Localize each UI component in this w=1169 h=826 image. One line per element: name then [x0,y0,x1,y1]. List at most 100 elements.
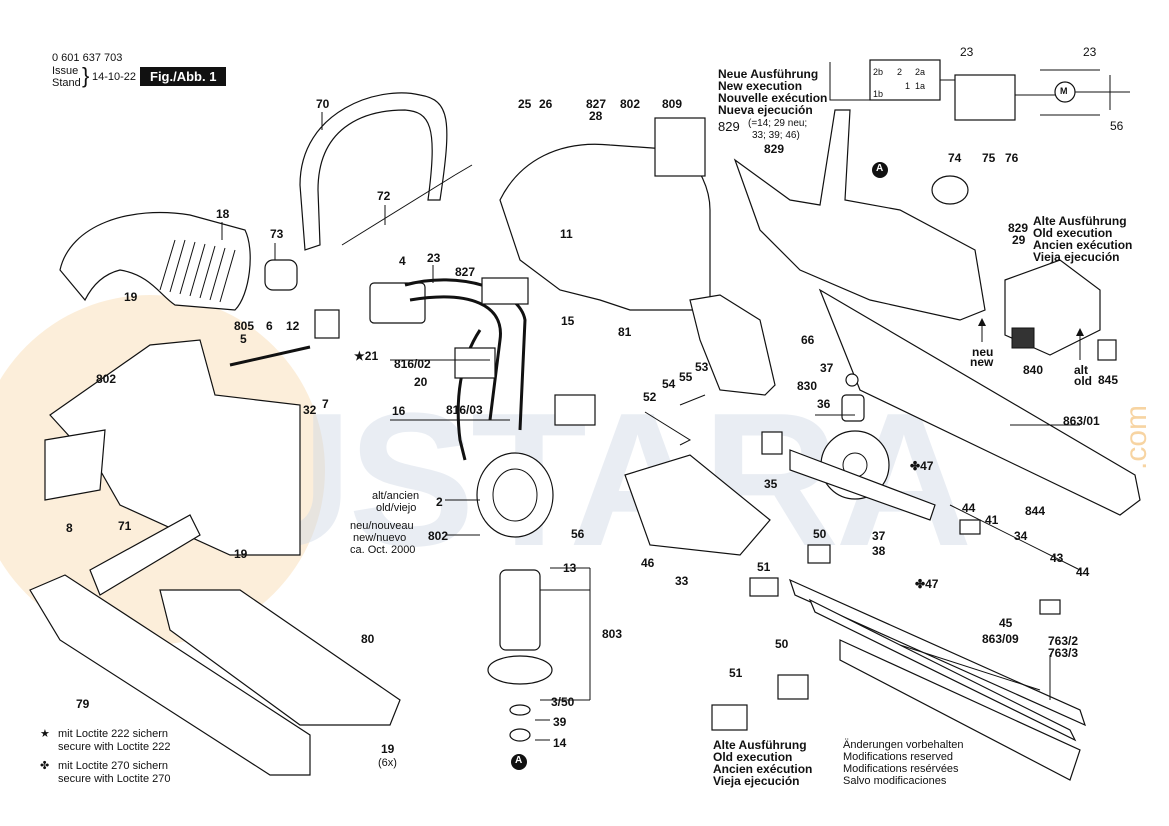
neu-label: neu [972,345,994,359]
part-number: 0 601 637 703 [52,52,123,64]
new-exec-ref: 829 [718,119,740,134]
callout-7: 7 [322,397,329,411]
callout-72: 72 [377,189,391,203]
housing-part-18 [59,211,251,311]
callout-47b: ✤47 [915,577,939,591]
callout-66: 66 [801,333,815,347]
callout-809: 809 [662,97,683,111]
callout-28: 28 [589,109,603,123]
old-exec-en: Old execution [1033,226,1113,240]
callout-802b: 802 [620,97,641,111]
callout-80: 80 [361,632,375,646]
alt-label: alt [1074,363,1089,377]
old-exec-es: Vieja ejecución [1033,250,1120,264]
figure-badge: Fig./Abb. 1 [140,67,227,86]
modifications-en: Modifications reserved [843,751,954,763]
callout-6x: (6x) [378,757,397,769]
screw-rod [341,174,456,246]
callout-81: 81 [618,325,632,339]
housing-ribs [159,239,236,303]
switch-part [369,282,426,324]
legend-star-en: secure with Loctite 222 [58,741,171,753]
front-cover-part [689,294,776,396]
bearing-36 [841,394,865,422]
callout-70: 70 [316,97,330,111]
circuit-ref-23a: 23 [960,45,974,59]
callout-23: 23 [427,251,441,265]
callout-829: 829 [764,142,785,156]
callout-763-2: 763/2 [1048,634,1079,648]
callout-763-3: 763/3 [1048,646,1079,660]
drive-plate [789,449,936,521]
clamp-50b [777,674,809,700]
callout-44a: 44 [962,501,976,515]
issue-date: 14-10-22 [92,71,137,83]
callout-47a: ✤47 [910,459,934,473]
circuit-wires [829,62,1130,116]
club-icon: ✤ [40,760,50,772]
old-exec-bottom-fr: Ancien exécution [713,762,813,776]
callout-56: 56 [571,527,585,541]
armature-part [499,569,541,651]
old-exec-de: Alte Ausführung [1033,214,1127,228]
pad-840 [1011,327,1035,349]
new-label: new [970,355,994,369]
new-exec-fr: Nouvelle exécution [718,91,828,105]
wire-bundle-3 [456,329,482,461]
new-exec-note-1: (=14; 29 neu; [748,118,808,129]
callout-51a: 51 [757,560,771,574]
callout-19b: 19 [234,547,248,561]
callout-844: 844 [1025,504,1046,518]
callout-19c: 19 [381,742,395,756]
marker-a-top-label: A [876,163,884,174]
callout-71: 71 [118,519,132,533]
callout-52: 52 [643,390,657,404]
term-2b: 2b [873,67,884,77]
callout-73: 73 [270,227,284,241]
gasket-part-33 [624,454,771,556]
callout-33: 33 [675,574,689,588]
old-ref-829: 829 [1008,221,1029,235]
guide-bar-863-09 [839,639,1081,781]
circuit-capacitor [954,74,1016,121]
term-2: 2 [897,67,903,77]
callout-34: 34 [1014,529,1028,543]
clip-44b [1039,599,1061,615]
old-exec-fr: Ancien exécution [1033,238,1133,252]
stand-label: Stand [52,77,81,89]
callout-12: 12 [286,319,300,333]
callout-19a: 19 [124,290,138,304]
callout-802a: 802 [96,372,117,386]
callout-16: 16 [392,404,406,418]
wire-bundle-2 [409,295,502,421]
clamp-51a [749,577,779,597]
callout-830: 830 [797,379,818,393]
callout-5: 5 [240,332,247,346]
term-2a: 2a [915,67,926,77]
old-exec-bottom-de: Alte Ausführung [713,738,807,752]
clip-44a [959,519,981,535]
label-809 [654,117,706,177]
base-part-80 [159,589,401,726]
callout-827b: 827 [586,97,607,111]
power-cord [229,345,311,367]
motor-neu-2: new/nuevo [353,532,407,544]
saw-chain-2 [808,598,1077,742]
clamp-51b [711,704,748,731]
marker-a-bottom-label: A [515,755,523,766]
knob-part [264,259,298,291]
arrow-alt-head [1076,328,1084,336]
callout-840: 840 [1023,363,1044,377]
callout-36: 36 [817,397,831,411]
modifications-fr: Modifications resérvées [843,763,959,775]
callout-863-01: 863/01 [1063,414,1100,428]
callout-13: 13 [563,561,577,575]
motor-neu-3: ca. Oct. 2000 [350,544,416,556]
legend-club-en: secure with Loctite 270 [58,773,171,785]
callout-43: 43 [1050,551,1064,565]
motor-alt-1: alt/ancien [372,490,420,502]
switch-block-827 [481,277,529,305]
callout-816-02: 816/02 [394,357,431,371]
callout-55: 55 [679,370,693,384]
